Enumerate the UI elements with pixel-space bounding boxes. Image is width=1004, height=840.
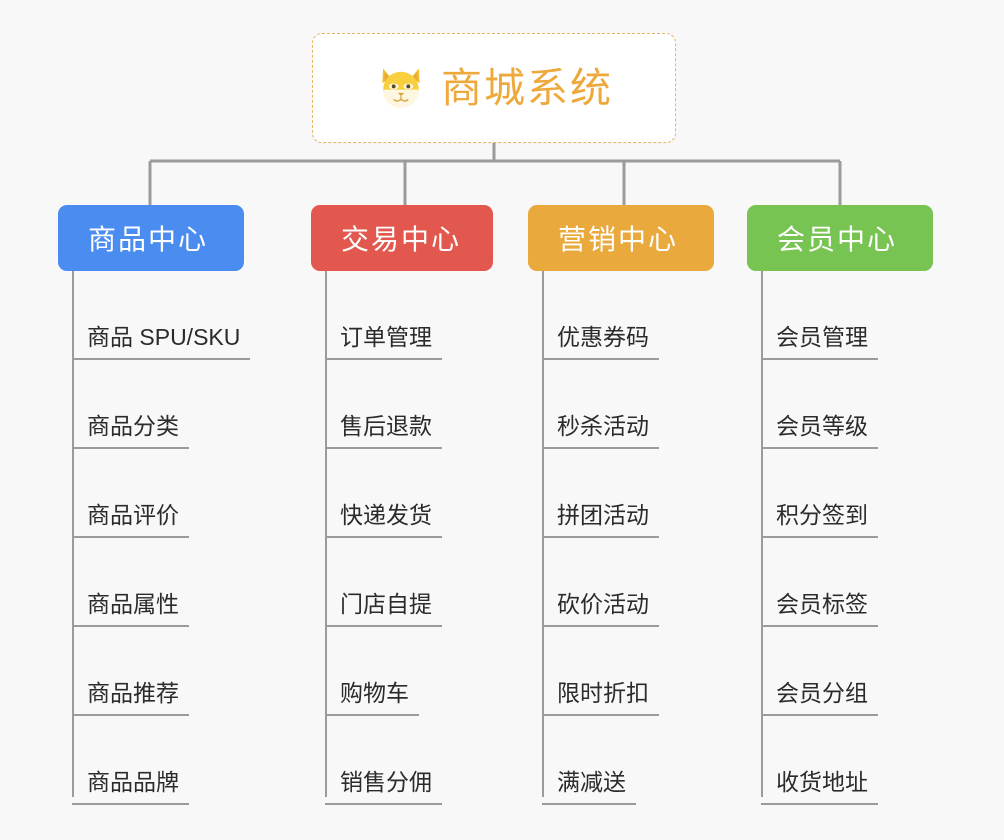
leaf-label: 快递发货 <box>325 504 442 538</box>
leaf-list-2: 订单管理 售后退款 快递发货 门店自提 购物车 销售分佣 <box>311 271 493 805</box>
leaf-label: 商品品牌 <box>72 771 189 805</box>
leaf-label: 满减送 <box>542 771 636 805</box>
leaf-item[interactable]: 砍价活动 <box>528 538 714 627</box>
leaf-item[interactable]: 售后退款 <box>311 360 493 449</box>
leaf-item[interactable]: 销售分佣 <box>311 716 493 805</box>
leaf-label: 限时折扣 <box>542 682 659 716</box>
leaf-label: 秒杀活动 <box>542 415 659 449</box>
leaf-label: 商品推荐 <box>72 682 189 716</box>
branch-header-label-2: 交易中心 <box>341 224 462 255</box>
leaf-label: 会员等级 <box>761 415 878 449</box>
leaf-item[interactable]: 商品属性 <box>58 538 250 627</box>
leaf-label: 积分签到 <box>761 504 878 538</box>
leaf-label: 商品属性 <box>72 593 189 627</box>
branch-header-label-1: 商品中心 <box>88 224 209 255</box>
leaf-item[interactable]: 快递发货 <box>311 449 493 538</box>
leaf-item[interactable]: 商品推荐 <box>58 627 250 716</box>
branch-column-1: 商品中心 商品 SPU/SKU 商品分类 商品评价 商品属性 商品推荐 商品品牌 <box>58 205 251 805</box>
leaf-item[interactable]: 会员标签 <box>747 538 933 627</box>
leaf-label: 售后退款 <box>325 415 442 449</box>
leaf-item[interactable]: 购物车 <box>311 627 493 716</box>
leaf-label: 订单管理 <box>325 326 442 360</box>
leaf-item[interactable]: 限时折扣 <box>528 627 714 716</box>
branch-header-1[interactable]: 商品中心 <box>58 205 244 271</box>
branch-header-label-4: 会员中心 <box>777 224 898 255</box>
leaf-item[interactable]: 优惠券码 <box>528 271 714 360</box>
leaf-item[interactable]: 商品品牌 <box>58 716 250 805</box>
leaf-label: 拼团活动 <box>542 504 659 538</box>
leaf-label: 商品分类 <box>72 415 189 449</box>
leaf-item[interactable]: 收货地址 <box>747 716 933 805</box>
leaf-label: 购物车 <box>325 682 419 716</box>
root-node[interactable]: 商城系统 <box>312 33 676 143</box>
leaf-label: 砍价活动 <box>542 593 659 627</box>
leaf-item[interactable]: 会员管理 <box>747 271 933 360</box>
leaf-label: 收货地址 <box>761 771 878 805</box>
leaf-item[interactable]: 拼团活动 <box>528 449 714 538</box>
leaf-item[interactable]: 商品分类 <box>58 360 250 449</box>
leaf-item[interactable]: 门店自提 <box>311 538 493 627</box>
branch-column-4: 会员中心 会员管理 会员等级 积分签到 会员标签 会员分组 收货地址 <box>747 205 933 805</box>
shiba-dog-emoji <box>382 68 420 108</box>
leaf-item[interactable]: 会员等级 <box>747 360 933 449</box>
leaf-label: 优惠券码 <box>542 326 659 360</box>
leaf-list-1: 商品 SPU/SKU 商品分类 商品评价 商品属性 商品推荐 商品品牌 <box>58 271 251 805</box>
branch-header-2[interactable]: 交易中心 <box>311 205 493 271</box>
leaf-label: 会员管理 <box>761 326 878 360</box>
leaf-label: 商品 SPU/SKU <box>72 326 251 360</box>
leaf-list-3: 优惠券码 秒杀活动 拼团活动 砍价活动 限时折扣 满减送 <box>528 271 714 805</box>
branch-column-3: 营销中心 优惠券码 秒杀活动 拼团活动 砍价活动 限时折扣 满减送 <box>528 205 714 805</box>
branch-header-4[interactable]: 会员中心 <box>747 205 933 271</box>
leaf-list-4: 会员管理 会员等级 积分签到 会员标签 会员分组 收货地址 <box>747 271 933 805</box>
leaf-label: 会员分组 <box>761 682 878 716</box>
leaf-label: 门店自提 <box>325 593 442 627</box>
leaf-item[interactable]: 商品 SPU/SKU <box>58 271 251 360</box>
leaf-item[interactable]: 会员分组 <box>747 627 933 716</box>
leaf-item[interactable]: 秒杀活动 <box>528 360 714 449</box>
leaf-label: 会员标签 <box>761 593 878 627</box>
leaf-item[interactable]: 订单管理 <box>311 271 493 360</box>
leaf-item[interactable]: 满减送 <box>528 716 714 805</box>
leaf-label: 销售分佣 <box>325 771 442 805</box>
leaf-label: 商品评价 <box>72 504 189 538</box>
root-title: 商城系统 <box>441 64 613 111</box>
branch-header-3[interactable]: 营销中心 <box>528 205 714 271</box>
leaf-item[interactable]: 积分签到 <box>747 449 933 538</box>
branch-header-label-3: 营销中心 <box>558 224 679 255</box>
branch-column-2: 交易中心 订单管理 售后退款 快递发货 门店自提 购物车 销售分佣 <box>311 205 493 805</box>
leaf-item[interactable]: 商品评价 <box>58 449 250 538</box>
